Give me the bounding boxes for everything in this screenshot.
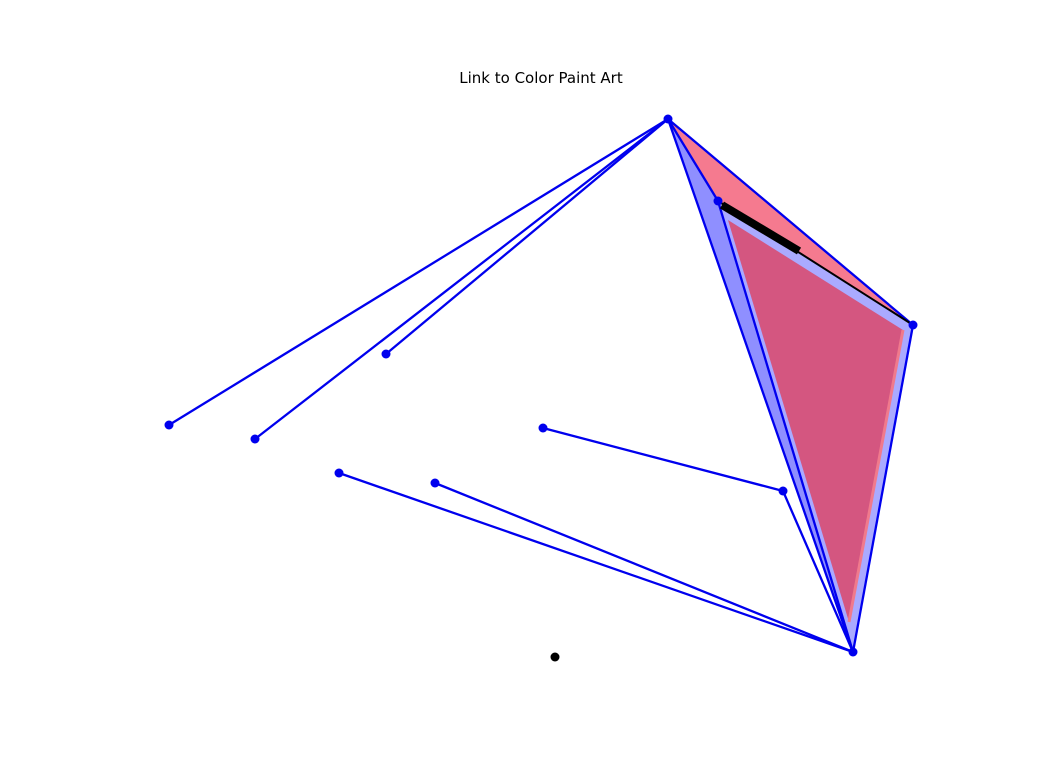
highlighted-edge[interactable] [717,200,914,326]
region-magenta[interactable] [728,220,903,622]
node-upper-left[interactable] [381,349,391,359]
edge-mid-right-bottom[interactable] [781,490,855,653]
edge-apex-bottom[interactable] [666,118,855,653]
edge-apex-left[interactable] [254,118,669,440]
node-inner[interactable] [713,196,723,206]
edge-lower-left-1-bottom[interactable] [338,471,854,654]
edge-apex-far-left[interactable] [168,118,669,426]
node-apex[interactable] [663,114,673,124]
node-lower-left-2[interactable] [430,478,440,488]
edge-apex-inner[interactable] [667,118,719,202]
cursor-dot[interactable] [550,652,560,662]
edge-inner-bottom[interactable] [716,200,855,653]
graph-edges [168,118,915,654]
page-title: Link to Color Paint Art [459,69,623,87]
paint-regions [668,119,913,652]
node-bottom[interactable] [848,647,858,657]
graph-nodes [164,114,918,657]
node-far-left[interactable] [164,420,174,430]
node-left[interactable] [250,434,260,444]
region-seam [847,329,905,623]
node-mid-right[interactable] [778,486,788,496]
edge-right-bottom[interactable] [851,324,915,653]
edge-center-mid-right[interactable] [542,426,784,493]
node-center[interactable] [538,423,548,433]
node-lower-left-1[interactable] [334,468,344,478]
highlighted-edge-thick [719,201,802,255]
edge-apex-right[interactable] [667,118,914,326]
edge-lower-left-2-bottom[interactable] [434,481,854,654]
node-right[interactable] [908,320,918,330]
edge-apex-upper-left[interactable] [385,118,669,355]
